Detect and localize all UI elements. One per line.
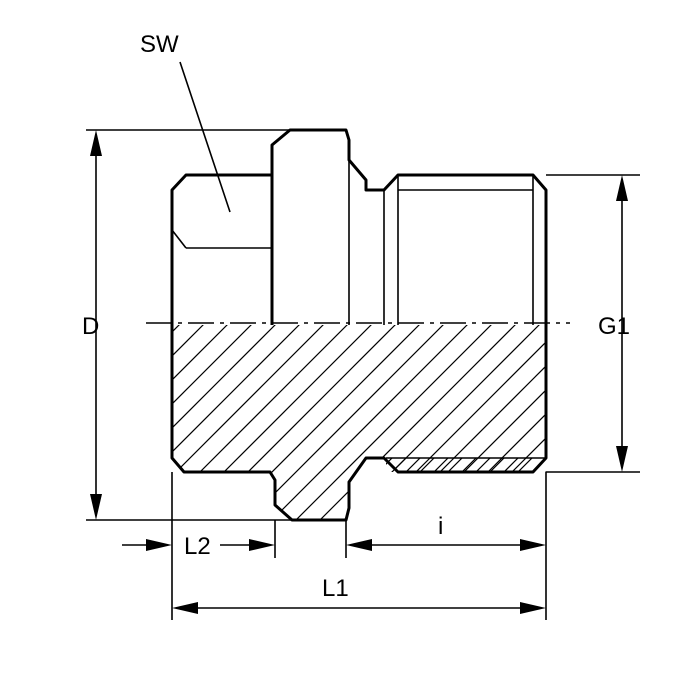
dimension-l1 [172, 602, 546, 614]
hatch-line [279, 325, 541, 520]
thread-hatch-line [517, 458, 533, 472]
hatch-line [423, 325, 546, 520]
hatch-line [0, 300, 156, 560]
hatch-line [255, 325, 517, 520]
dimension-l2 [122, 539, 275, 551]
hatch-line [172, 325, 253, 520]
hatch-line [172, 325, 325, 520]
section-hatching [0, 300, 700, 560]
hatch-line [231, 325, 493, 520]
hatch-line [327, 325, 546, 520]
thread-hatch-line [405, 458, 421, 472]
label-i: i [438, 513, 443, 540]
hatch-line [375, 325, 546, 520]
hatch-line [664, 300, 700, 560]
hatch-line [172, 325, 421, 520]
hatch-line [172, 325, 349, 520]
thread-hatch-line [419, 458, 435, 472]
thread-hatch-line [300, 450, 330, 480]
hatch-line [447, 325, 546, 520]
thread-hatch-line [580, 450, 610, 480]
hatch-line [640, 300, 700, 560]
label-sw: SW [140, 31, 179, 58]
thread-hatch-line [314, 450, 344, 480]
hatch-line [688, 300, 700, 560]
hatch-line [172, 325, 277, 520]
thread-hatch-line [489, 458, 505, 472]
dimension-g1 [616, 175, 628, 472]
hatch-line [172, 325, 373, 520]
hatch-line [568, 300, 700, 560]
extension-lines [86, 129, 640, 620]
hatch-line [172, 325, 397, 520]
thread-hatch-line [461, 458, 477, 472]
thread-hatch-line [391, 458, 407, 472]
dimension-d [90, 130, 102, 520]
thread-hatch-line [433, 458, 449, 472]
thread-hatch-line [342, 450, 372, 480]
sw-leader-line [179, 61, 231, 213]
thread-hatch-line [475, 458, 491, 472]
thread-hatch-line [503, 458, 519, 472]
label-l2: L2 [184, 533, 211, 560]
label-d: D [82, 313, 99, 340]
thread-hatch-line [552, 450, 582, 480]
hatch-line [0, 300, 60, 560]
dimension-i [346, 539, 546, 551]
hatch-line [172, 325, 301, 520]
label-l1: L1 [322, 575, 349, 602]
thread-hatch-line [545, 471, 546, 472]
hatch-line [172, 325, 229, 520]
hatch-line [351, 325, 546, 520]
thread-hatch-line [447, 458, 463, 472]
plug-upper-outline [170, 128, 548, 325]
hatch-line [0, 300, 84, 560]
plug-lower-outline [170, 325, 548, 522]
hatch-line [0, 300, 132, 560]
thread-hatch-line [566, 450, 596, 480]
label-g1: G1 [598, 313, 630, 340]
